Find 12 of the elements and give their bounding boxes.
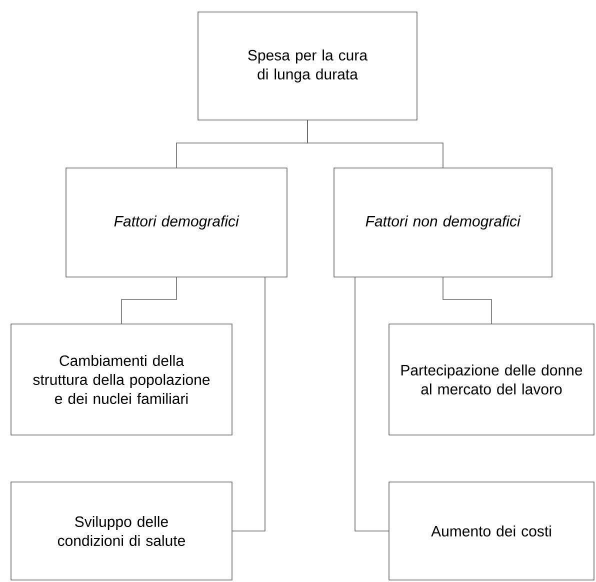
process-box: Aumento dei costi (388, 482, 594, 580)
connector-line (232, 276, 266, 532)
connector-line (307, 120, 444, 168)
connector-line (121, 276, 177, 324)
connector-line (354, 276, 390, 532)
process-box: Spesa per la cura di lunga durata (198, 12, 418, 120)
process-box: Fattori demografici (66, 168, 288, 278)
process-box: Fattori non demografici (334, 168, 552, 278)
process-box: Partecipazione delle donne al mercato del lavoro (388, 324, 594, 436)
connector-line (442, 276, 492, 324)
process-box: Sviluppo delle condizioni di salute (10, 482, 232, 580)
process-box: Cambiamenti della struttura della popolazione e dei nuclei familiari (10, 324, 232, 436)
